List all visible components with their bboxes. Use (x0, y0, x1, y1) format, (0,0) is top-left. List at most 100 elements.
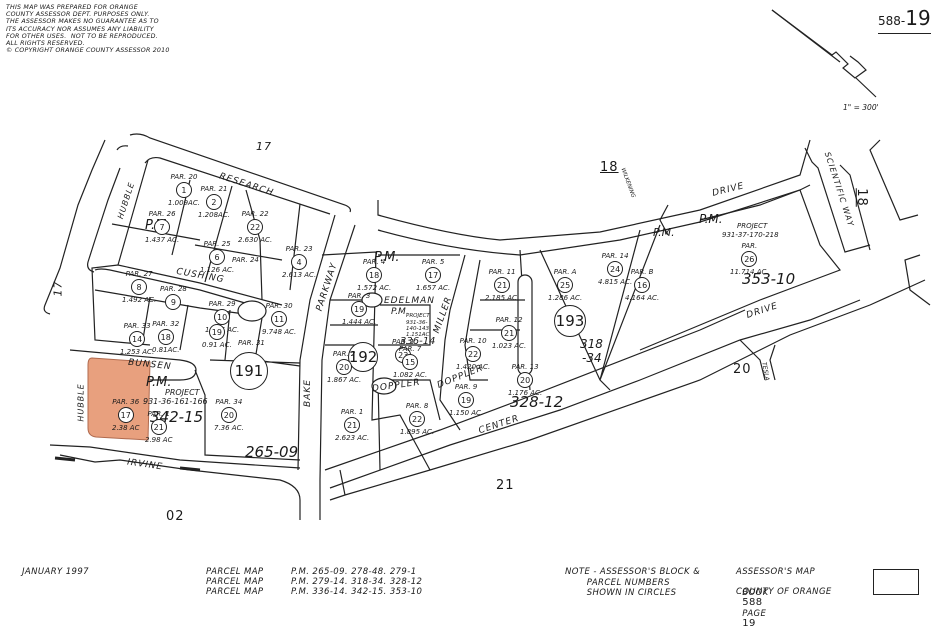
project-number-2: 140-143 (406, 326, 429, 332)
ref-318-34: 318 (580, 337, 603, 351)
parcel-label: PAR. 3 (347, 292, 371, 300)
parcel-map-label: PARCEL MAP (206, 567, 264, 577)
parcel-label: PAR. B (630, 268, 654, 276)
parcel-number-circle: 14 (129, 331, 146, 347)
adjacent-page-18-top: 18 (600, 160, 619, 175)
parcel-number-circle: 20 (517, 372, 534, 388)
parcel-label: PAR. 7 (398, 345, 422, 353)
project-title: PROJECT (737, 222, 768, 230)
project-acres: 1.151AC. (406, 332, 432, 338)
parcel-acres: 2.623 AC. (335, 434, 370, 442)
parcel-acres: 1.253 AC. (120, 348, 155, 356)
parcel-label: PAR. 27 (125, 270, 153, 278)
parcel-acres: 1.082 AC. (393, 371, 428, 379)
assessor-note: NOTE - ASSESSOR'S BLOCK & PARCEL NUMBERS… (565, 567, 701, 598)
parcel-number-circle: 21 (150, 419, 167, 435)
parcel-number-circle: 4 (291, 254, 308, 270)
pm-label: P.M. (374, 250, 400, 265)
parcel-number-circle: 21 (344, 417, 361, 433)
parcel-map-refs: P.M. 279-14. 318-34. 328-12 (291, 577, 423, 587)
book-label: BOOK (742, 587, 769, 598)
ref-318-34-suffix: -34 (582, 351, 602, 365)
county-label: COUNTY OF ORANGE (736, 587, 832, 597)
parcel-number-circle: 1 (175, 182, 192, 198)
parcel-label: PAR. 11 (488, 268, 516, 276)
parcel-acres: 2.630 AC. (238, 236, 273, 244)
block-193[interactable]: 193 (554, 305, 586, 337)
parcel-acres: 1.126 AC. (200, 266, 235, 274)
parcel-number-circle: 2 (205, 194, 222, 210)
parcel-number-circle: 19 (458, 392, 475, 408)
pm-label: P.M. (391, 307, 409, 317)
pm-label: P.M. (653, 226, 675, 239)
parcel-label: PAR. 28 (160, 285, 187, 293)
block-192[interactable]: 192 (348, 342, 378, 372)
parcel-acres: 1.572 AC. (357, 284, 392, 292)
parcel-label: PAR. 10 (459, 337, 487, 345)
north-arrow-icon (771, 9, 877, 98)
parcel-acres: 1.150 AC. (449, 409, 484, 417)
parcel-number-circle: 7 (154, 219, 171, 235)
parcel-acres: 1.492 AC. (122, 296, 157, 304)
parcel-label: PAR. 34 (215, 398, 243, 406)
parcel-number-circle: 17 (117, 407, 134, 423)
parcel-acres: 1.176 AC. (508, 389, 543, 397)
block-191[interactable]: 191 (230, 352, 268, 390)
parcel-p24a[interactable]: PAR. 24 (232, 256, 259, 264)
map-page-number: 19 (905, 6, 931, 30)
parcel-acres: 0.91 AC. (202, 341, 232, 349)
adjacent-page-02: 02 (166, 509, 185, 524)
parcel-number-circle: 18 (366, 267, 383, 283)
parcel-label: PAR. 1 (340, 408, 364, 416)
adjacent-page-20: 20 (733, 362, 752, 377)
disclaimer-text: THIS MAP WAS PREPARED FOR ORANGE COUNTY … (6, 4, 170, 55)
parcel-acres: 1.286 AC. (548, 294, 583, 302)
scale-label: 1" = 300' (843, 103, 879, 112)
parcel-label: PAR. 36 (112, 398, 140, 406)
ref-328-12: 328-12 (510, 393, 564, 411)
parcel-p31[interactable]: PAR. 31 (238, 339, 265, 347)
parcel-acres: 1.444 AC. (342, 318, 377, 326)
pm-label: P.M. (699, 212, 723, 226)
parcel-label: PAR. 33 (123, 322, 151, 330)
parcel-number-circle: 22 (465, 346, 482, 362)
parcel-number-circle: 19 (351, 301, 368, 317)
project-number: 931-36-161-166 (143, 397, 208, 406)
map-date: JANUARY 1997 (22, 567, 89, 577)
parcel-acres: 1.009AC. (168, 199, 200, 207)
parcel-acres: 1.420 AC. (456, 363, 491, 371)
parcel-number-circle: 22 (409, 411, 426, 427)
